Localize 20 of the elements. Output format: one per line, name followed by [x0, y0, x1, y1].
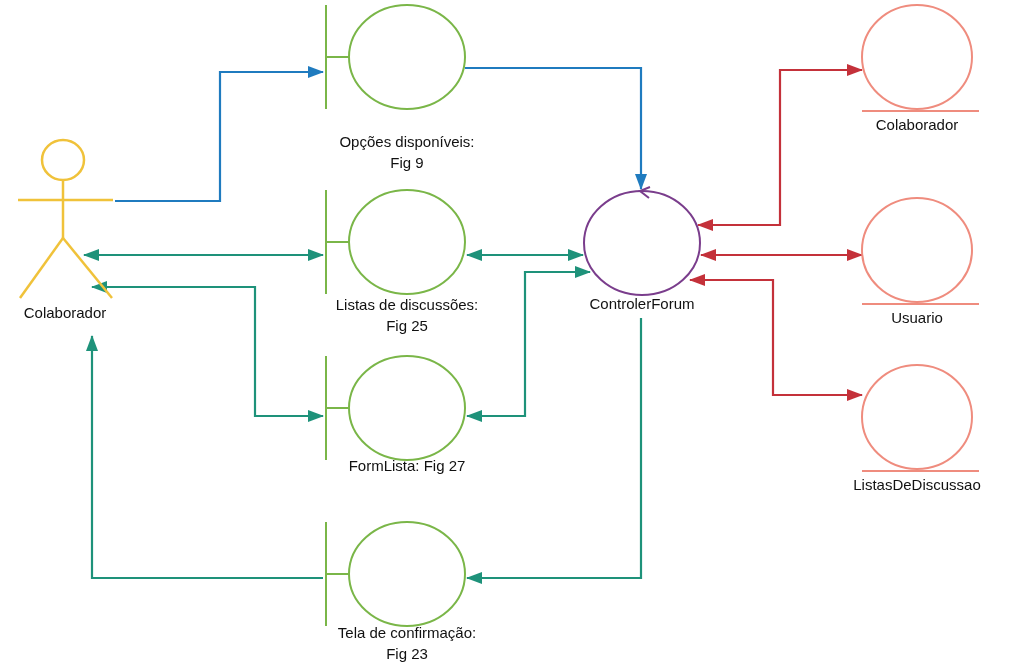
- node-label: Listas de discussões: Fig 25: [334, 295, 480, 336]
- node-label: ListasDeDiscussao: [852, 475, 982, 495]
- node-label: Opções disponíveis: Fig 9: [338, 132, 476, 173]
- node-label: Tela de confirmação: Fig 23: [336, 623, 478, 664]
- arrow: [86, 335, 323, 580]
- arrow: [466, 249, 584, 261]
- arrow: [466, 266, 591, 422]
- arrow: [700, 249, 863, 261]
- arrow: [83, 249, 324, 261]
- arrow: [689, 274, 863, 401]
- arrow: [697, 64, 863, 231]
- node-label: Usuario: [890, 308, 944, 328]
- arrow: [465, 66, 647, 190]
- node-label: FormLista: Fig 27: [347, 456, 467, 476]
- arrow: [466, 318, 643, 584]
- node-label: ControlerForum: [588, 294, 696, 314]
- node-label: Colaborador: [22, 303, 108, 323]
- arrow: [91, 281, 324, 422]
- arrow: [115, 66, 324, 203]
- node-label: Colaborador: [874, 115, 960, 135]
